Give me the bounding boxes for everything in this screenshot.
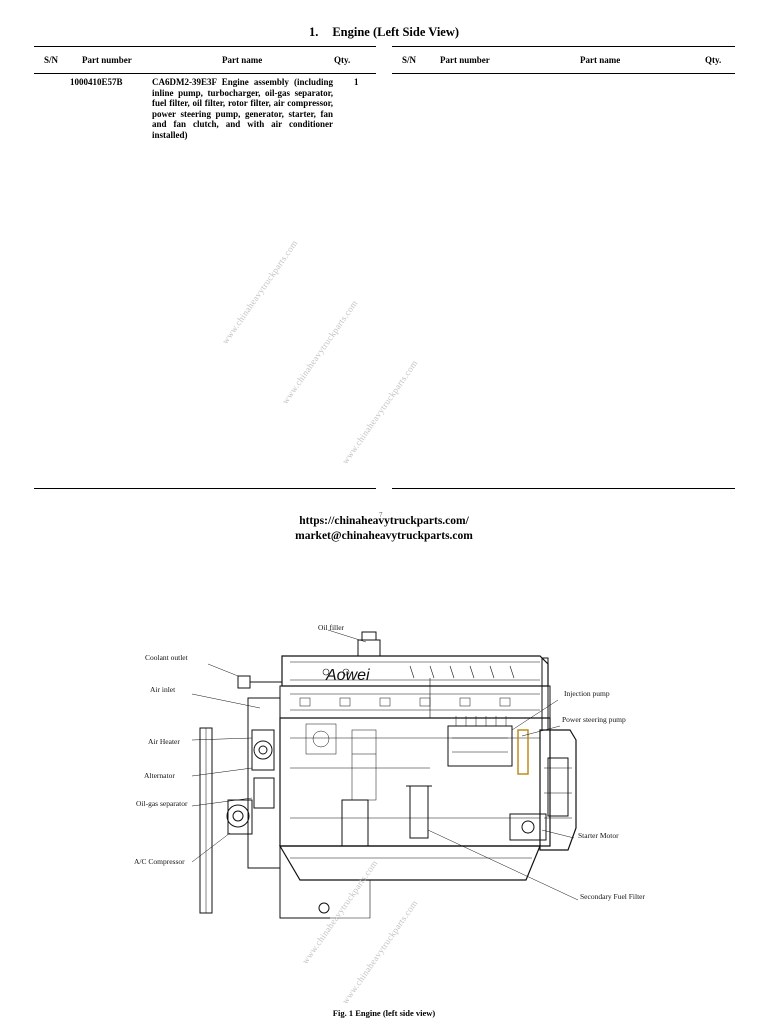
label-secondary-fuel-filter: Secondary Fuel Filter <box>580 892 645 901</box>
figure-caption: Fig. 1 Engine (left side view) <box>332 1008 436 1018</box>
header-part-number: Part number <box>82 55 132 65</box>
parts-table-left: S/N Part number Part name Qty. 1000410E5… <box>34 46 376 491</box>
label-starter-motor: Starter Motor <box>578 831 619 840</box>
table-bottom-rule <box>34 488 376 489</box>
row-part-number: 1000410E57B <box>70 77 123 87</box>
section-title-text: Engine (Left Side View) <box>332 25 460 39</box>
table-bottom-rule <box>392 488 735 489</box>
header-sn: S/N <box>402 55 417 65</box>
label-air-heater: Air Heater <box>148 737 180 746</box>
footer-url[interactable]: https://chinaheavytruckparts.com/ <box>299 515 469 527</box>
table-top-rule <box>392 46 735 47</box>
parts-table-right: S/N Part number Part name Qty. <box>392 46 735 491</box>
table-top-rule <box>34 46 376 47</box>
label-coolant-outlet: Coolant outlet <box>145 653 189 662</box>
label-alternator: Alternator <box>144 771 175 780</box>
engine-brand: Aowei <box>325 667 370 684</box>
section-number: 1. <box>308 25 319 39</box>
label-air-inlet: Air inlet <box>150 685 176 694</box>
label-ac-compressor: A/C Compressor <box>134 857 185 866</box>
row-qty: 1 <box>354 77 359 87</box>
label-oil-filler: Oil filler <box>318 623 345 632</box>
table-header-rule <box>392 73 735 74</box>
header-qty: Qty. <box>705 55 722 65</box>
label-oil-gas-separator: Oil-gas separator <box>136 799 188 808</box>
label-power-steering-pump: Power steering pump <box>562 715 626 724</box>
header-qty: Qty. <box>334 55 351 65</box>
header-part-number: Part number <box>440 55 490 65</box>
header-part-name: Part name <box>222 55 263 65</box>
page-number: 7 <box>379 511 383 519</box>
engine-figure: Aowei Oil filler Coolant outlet Air inle… <box>130 618 660 1013</box>
header-sn: S/N <box>44 55 59 65</box>
engine-drawing: Aowei Oil filler Coolant outlet Air inle… <box>134 623 645 919</box>
label-injection-pump: Injection pump <box>564 689 610 698</box>
row-part-name: CA6DM2-39E3F Engine assembly (including … <box>152 77 333 140</box>
header-part-name: Part name <box>580 55 621 65</box>
section-title: 1. Engine (Left Side View) <box>0 25 768 40</box>
table-header-rule <box>34 73 376 74</box>
footer-email[interactable]: market@chinaheavytruckparts.com <box>295 530 473 542</box>
